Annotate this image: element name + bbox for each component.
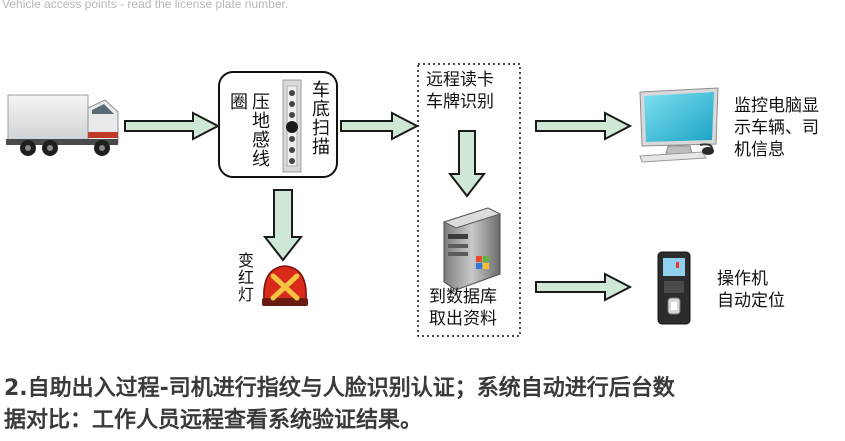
remote-column-frame bbox=[417, 63, 521, 337]
red-light-label: 变红灯 bbox=[235, 252, 254, 303]
monitor-label-line2: 示车辆、司 bbox=[734, 118, 819, 138]
arrow-remote-to-database bbox=[447, 130, 487, 198]
arrow-sensor-to-redlight bbox=[262, 189, 304, 262]
remote-read-label-line1: 远程读卡 bbox=[426, 70, 494, 90]
arrow-sensor-to-remote bbox=[340, 111, 420, 141]
computer-monitor-icon bbox=[639, 87, 719, 163]
loop-sensor-label: 压地感线圈 bbox=[227, 92, 270, 168]
scanner-device-icon bbox=[282, 79, 302, 173]
monitor-label-line3: 机信息 bbox=[734, 140, 785, 160]
fingerprint-terminal-icon bbox=[657, 251, 691, 325]
sensor-box bbox=[218, 71, 338, 178]
arrow-remote-to-monitor bbox=[535, 111, 633, 141]
monitor-label-line1: 监控电脑显 bbox=[734, 96, 819, 116]
description-line2: 据对比：工作人员远程查看系统验证结果。 bbox=[4, 408, 423, 433]
arrow-truck-to-sensor bbox=[124, 111, 221, 141]
undercarriage-scan-label: 车底扫描 bbox=[309, 80, 330, 156]
truck-icon bbox=[6, 94, 119, 156]
database-label-line2: 取出资料 bbox=[429, 309, 497, 329]
operator-label-line2: 自动定位 bbox=[717, 291, 785, 311]
red-light-icon bbox=[262, 265, 308, 306]
operator-label-line1: 操作机 bbox=[717, 269, 768, 289]
remote-read-label-line2: 车牌识别 bbox=[426, 92, 494, 112]
database-label-line1: 到数据库 bbox=[429, 287, 497, 307]
server-icon bbox=[442, 207, 502, 291]
arrow-database-to-operator bbox=[535, 272, 633, 302]
description-text: 2.自助出入过程-司机进行指纹与人脸识别认证；系统自动进行后台数 据对比：工作人… bbox=[4, 373, 844, 437]
caption: Vehicle access points - read the license… bbox=[2, 0, 289, 11]
description-line1: 2.自助出入过程-司机进行指纹与人脸识别认证；系统自动进行后台数 bbox=[4, 376, 675, 401]
